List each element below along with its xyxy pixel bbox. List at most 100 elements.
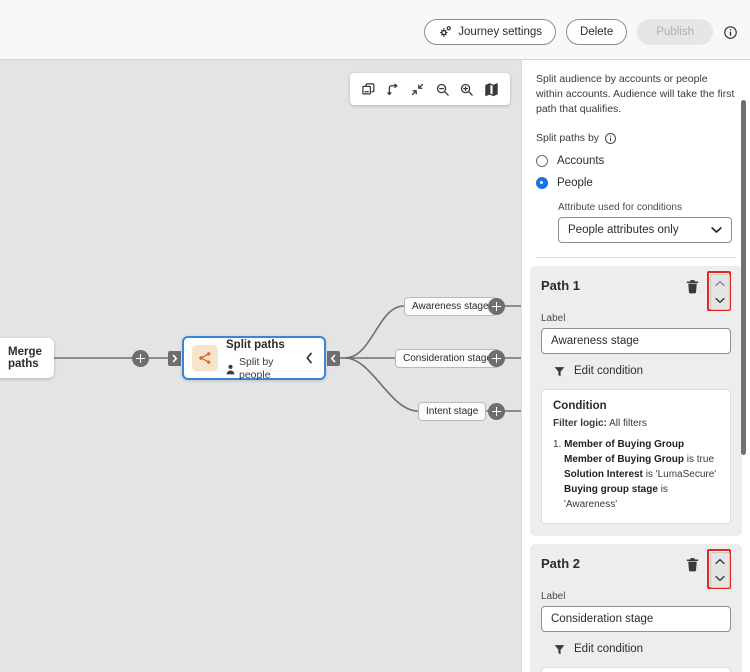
radio-accounts-label: Accounts [557,154,605,167]
publish-label: Publish [656,26,694,38]
path-1-header: Path 1 [541,270,731,311]
path-1-reorder-stepper [710,273,730,310]
add-step-button-4[interactable] [488,403,505,420]
filter-icon [553,643,566,656]
expand-left-tab[interactable] [168,351,181,366]
split-paths-subtitle: Split by people [239,355,274,381]
merge-paths-node[interactable]: Merge paths [0,338,54,378]
radio-option-accounts[interactable]: Accounts [536,154,736,167]
split-paths-subtitle-row: Split by people [226,356,295,382]
branch-label-2-text: Consideration stage [403,353,492,364]
path-1-condition-row-3-attr: Buying group stage [564,483,658,495]
path-1-condition-row-2-attr: Solution Interest [564,468,643,480]
header-actions: Journey settings Delete Publish [424,19,738,45]
path-1-edit-condition-button[interactable]: Edit condition [541,365,731,378]
branch-label-1-text: Awareness stage [412,301,489,312]
split-paths-icon [192,345,218,371]
path-1-label-value: Awareness stage [551,334,640,347]
path-2-edit-condition-button[interactable]: Edit condition [541,643,731,656]
path-1-title: Path 1 [541,277,581,293]
path-1-condition-title: Condition [553,399,607,412]
split-paths-by-label: Split paths by [536,132,600,145]
panel-description: Split audience by accounts or people wit… [536,73,735,116]
journey-settings-button[interactable]: Journey settings [424,19,557,45]
add-step-button-2[interactable] [488,298,505,315]
path-2-edit-condition-label: Edit condition [574,643,644,656]
person-icon [226,364,235,375]
split-paths-node[interactable]: Split paths Split by people [182,334,326,382]
radio-people[interactable] [536,176,548,189]
chevron-down-icon[interactable] [711,292,729,309]
journey-settings-label: Journey settings [458,26,543,38]
zoom-in-icon[interactable] [457,80,476,99]
chevron-down-icon [711,226,722,234]
path-1-filter-logic-value: All filters [609,417,647,429]
path-2-reorder-stepper [710,551,730,588]
path-1-condition-number: 1. [553,438,562,450]
split-paths-settings-panel: Split audience by accounts or people wit… [521,60,750,672]
branch-label-1[interactable]: Awareness stage [404,297,497,316]
radio-accounts[interactable] [536,154,548,167]
path-2-header: Path 2 [541,548,731,589]
split-paths-title: Split paths [226,338,285,351]
path-1-condition-row-2-rest: is 'LumaSecure' [645,468,717,480]
branch-label-2[interactable]: Consideration stage [395,349,500,368]
trash-icon[interactable] [684,278,701,295]
path-1-label-caption: Label [541,312,566,324]
gear-icon [438,25,452,39]
path-1-edit-condition-label: Edit condition [574,365,644,378]
journey-canvas[interactable]: Merge paths Split paths [0,60,521,672]
delete-button[interactable]: Delete [566,19,628,45]
path-1-condition-row-1-attr: Member of Buying Group [564,453,684,465]
publish-button: Publish [637,19,713,45]
info-icon[interactable] [604,132,617,145]
filter-icon [553,365,566,378]
chevron-down-icon[interactable] [711,570,729,587]
attribute-field-block: Attribute used for conditions People att… [558,202,736,243]
mini-map-icon[interactable] [482,80,501,99]
radio-option-people[interactable]: People [536,176,736,189]
path-1-filter-logic-key: Filter logic: [553,417,607,429]
path-1-condition-item-title: Member of Buying Group [564,438,685,450]
attribute-field-label: Attribute used for conditions [558,201,682,213]
canvas-toolbar [350,73,510,105]
chevron-up-icon[interactable] [711,553,729,570]
branch-label-3[interactable]: Intent stage [418,402,487,421]
path-1-condition-row-1-rest: is true [686,453,715,465]
path-card-1: Path 1 [530,265,742,536]
zoom-out-icon[interactable] [433,80,452,99]
redo-branch-icon[interactable] [383,80,402,99]
path-2-label-value: Consideration stage [551,612,654,625]
path-2-label-caption: Label [541,590,566,602]
split-node-texts: Split paths Split by people [226,334,295,382]
chevron-up-icon[interactable] [711,275,729,292]
path-2-label-input[interactable]: Consideration stage [541,605,731,632]
add-step-button-3[interactable] [488,350,505,367]
panel-scrollbar[interactable] [741,100,746,455]
radio-people-label: People [557,176,593,189]
attribute-select[interactable]: People attributes only [558,216,732,243]
trash-icon[interactable] [684,556,701,573]
branch-label-3-text: Intent stage [426,406,479,417]
path-1-filter-logic: Filter logic: All filters [553,418,719,429]
path-1-condition-row-3-rest: is 'Awareness' [564,483,668,510]
duplicate-nodes-icon[interactable] [359,80,378,99]
add-step-button-1[interactable] [132,350,149,367]
chevron-left-icon[interactable] [303,352,316,364]
delete-label: Delete [580,26,614,38]
path-1-condition-row-3: Buying group stage is 'Awareness' [553,482,719,512]
attribute-select-value: People attributes only [568,223,679,236]
path-1-condition-row-1: Member of Buying Group is true [553,452,719,467]
path-card-2: Path 2 [530,543,742,672]
path-1-reorder-highlight [707,270,731,311]
path-2-reorder-highlight [707,548,731,589]
fit-to-screen-icon[interactable] [408,80,427,99]
path-1-label-input[interactable]: Awareness stage [541,327,731,354]
info-icon[interactable] [723,25,738,40]
merge-paths-label: Merge paths [8,346,42,370]
path-2-title: Path 2 [541,555,581,571]
expand-right-tab[interactable] [327,351,340,366]
path-1-condition-row-2: Solution Interest is 'LumaSecure' [553,467,719,482]
panel-divider [536,256,736,258]
